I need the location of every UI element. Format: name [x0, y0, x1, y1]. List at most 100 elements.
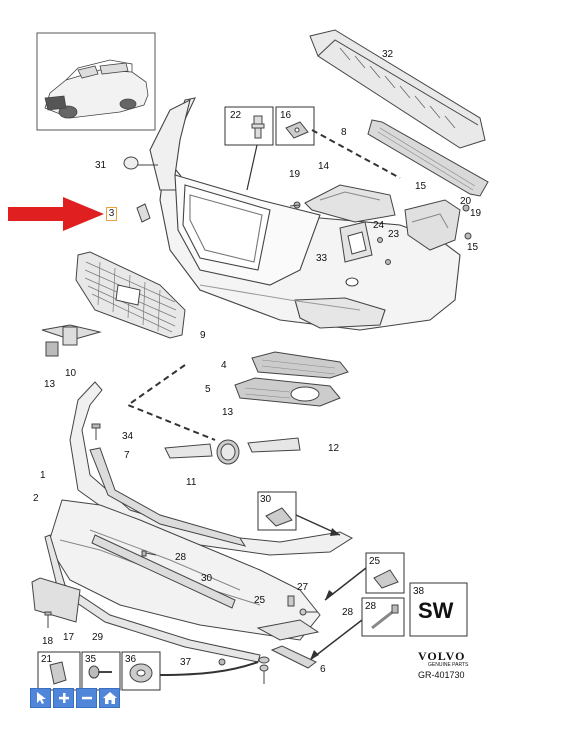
part-9-grille	[75, 251, 186, 339]
callout-33: 33	[316, 253, 328, 264]
dashed-leader-9	[125, 364, 216, 441]
part-35-screw	[88, 665, 112, 679]
callout-13b: 13	[222, 407, 234, 418]
part-7-strip	[89, 447, 247, 547]
callout-23: 23	[388, 229, 400, 240]
part-32-absorber	[309, 29, 486, 149]
callout-25: 25	[369, 556, 381, 567]
car-thumbnail	[44, 59, 149, 119]
part-30-clip	[265, 507, 293, 527]
part-22-box	[224, 106, 274, 146]
callout-18: 18	[42, 636, 54, 647]
part-36-washer	[129, 663, 153, 683]
arrow-28	[309, 619, 363, 661]
callout-22: 22	[230, 110, 242, 121]
callout-27: 27	[297, 582, 309, 593]
part-28-screw	[141, 550, 157, 557]
callout-28c: 28	[365, 601, 377, 612]
callout-34: 34	[122, 431, 134, 442]
part-16-nut	[285, 121, 309, 139]
callout-8: 8	[341, 127, 347, 138]
part-14-bracket	[304, 184, 396, 223]
part-28-box	[361, 597, 405, 637]
leader-22	[246, 144, 258, 191]
part-25-clip	[373, 569, 399, 589]
front-bumper-cover	[149, 97, 461, 331]
callout-20: 20	[460, 196, 472, 207]
callout-9: 9	[200, 330, 206, 341]
dashed-leader-16	[311, 129, 401, 179]
callout-30b: 30	[201, 573, 213, 584]
zoom-in-icon[interactable]	[53, 688, 74, 708]
part-3-clip	[136, 203, 151, 223]
callout-14: 14	[318, 161, 330, 172]
part-19-screw	[289, 201, 301, 209]
part-33-bracket	[339, 221, 373, 263]
sw-label: SW	[418, 598, 454, 623]
callout-37: 37	[180, 657, 192, 668]
part-8-lower-grille	[367, 119, 489, 197]
part-38-box	[409, 582, 468, 637]
part-11-trim	[164, 443, 213, 459]
callout-19: 19	[289, 169, 301, 180]
callout-28b: 28	[342, 607, 354, 618]
diagram-toolbar	[30, 688, 120, 708]
callout-7: 7	[124, 450, 130, 461]
part-12-trim	[247, 437, 301, 453]
callout-1: 1	[40, 470, 46, 481]
callout-16: 16	[280, 110, 292, 121]
part-22-clip	[251, 115, 265, 139]
callout-24: 24	[373, 220, 385, 231]
callout-35: 35	[85, 654, 97, 665]
home-icon[interactable]	[99, 688, 120, 708]
callout-38: 38	[413, 586, 425, 597]
part-5-fog-grille	[234, 377, 341, 407]
callout-36: 36	[125, 654, 137, 665]
part-13-emblem	[216, 439, 240, 465]
genuine-parts-text: GENUINE PARTS	[428, 662, 469, 668]
callout-21: 21	[41, 654, 53, 665]
callout-29: 29	[92, 632, 104, 643]
red-arrow-icon	[8, 197, 104, 231]
part-31-cap	[123, 156, 158, 170]
callout-2: 2	[33, 493, 39, 504]
callout-32: 32	[382, 49, 394, 60]
part-30-lower-strip	[91, 534, 236, 609]
volvo-logo: VOLVO	[418, 649, 466, 663]
part-28-bolt	[371, 604, 399, 630]
parts-25-27-fasteners	[256, 595, 320, 641]
callout-25b: 25	[254, 595, 266, 606]
leader-36	[159, 661, 259, 676]
callout-5: 5	[205, 384, 211, 395]
part-36-box	[121, 651, 161, 691]
part-21-clip	[49, 661, 67, 685]
part-4-fog-grille	[251, 351, 349, 379]
callout-11: 11	[186, 477, 197, 488]
callout-30: 30	[260, 494, 272, 505]
part-6-bracket	[270, 645, 317, 669]
callout-6: 6	[320, 664, 326, 675]
part-34-screw	[91, 423, 101, 440]
part-17-plate	[31, 577, 81, 623]
callout-15b: 15	[467, 242, 479, 253]
callout-19b: 19	[470, 208, 482, 219]
screws-right	[377, 204, 472, 265]
callout-10: 10	[65, 368, 77, 379]
part-29-lip	[44, 534, 261, 663]
callout-15: 15	[415, 181, 427, 192]
callout-17: 17	[63, 632, 75, 643]
callout-4: 4	[221, 360, 227, 371]
part-number: GR-401730	[418, 670, 465, 680]
part-15-right-bracket	[404, 199, 461, 251]
callout-12: 12	[328, 443, 340, 454]
part-37-screw	[218, 658, 226, 666]
callout-28: 28	[175, 552, 187, 563]
part-1-spoiler	[69, 381, 354, 556]
part-18-screw	[44, 611, 52, 628]
callout-13: 13	[44, 379, 56, 390]
pointer-icon[interactable]	[30, 688, 51, 708]
callout-3-highlighted[interactable]: 3	[106, 207, 117, 221]
part-10-emblem-bracket	[41, 324, 102, 357]
zoom-out-icon[interactable]	[76, 688, 97, 708]
